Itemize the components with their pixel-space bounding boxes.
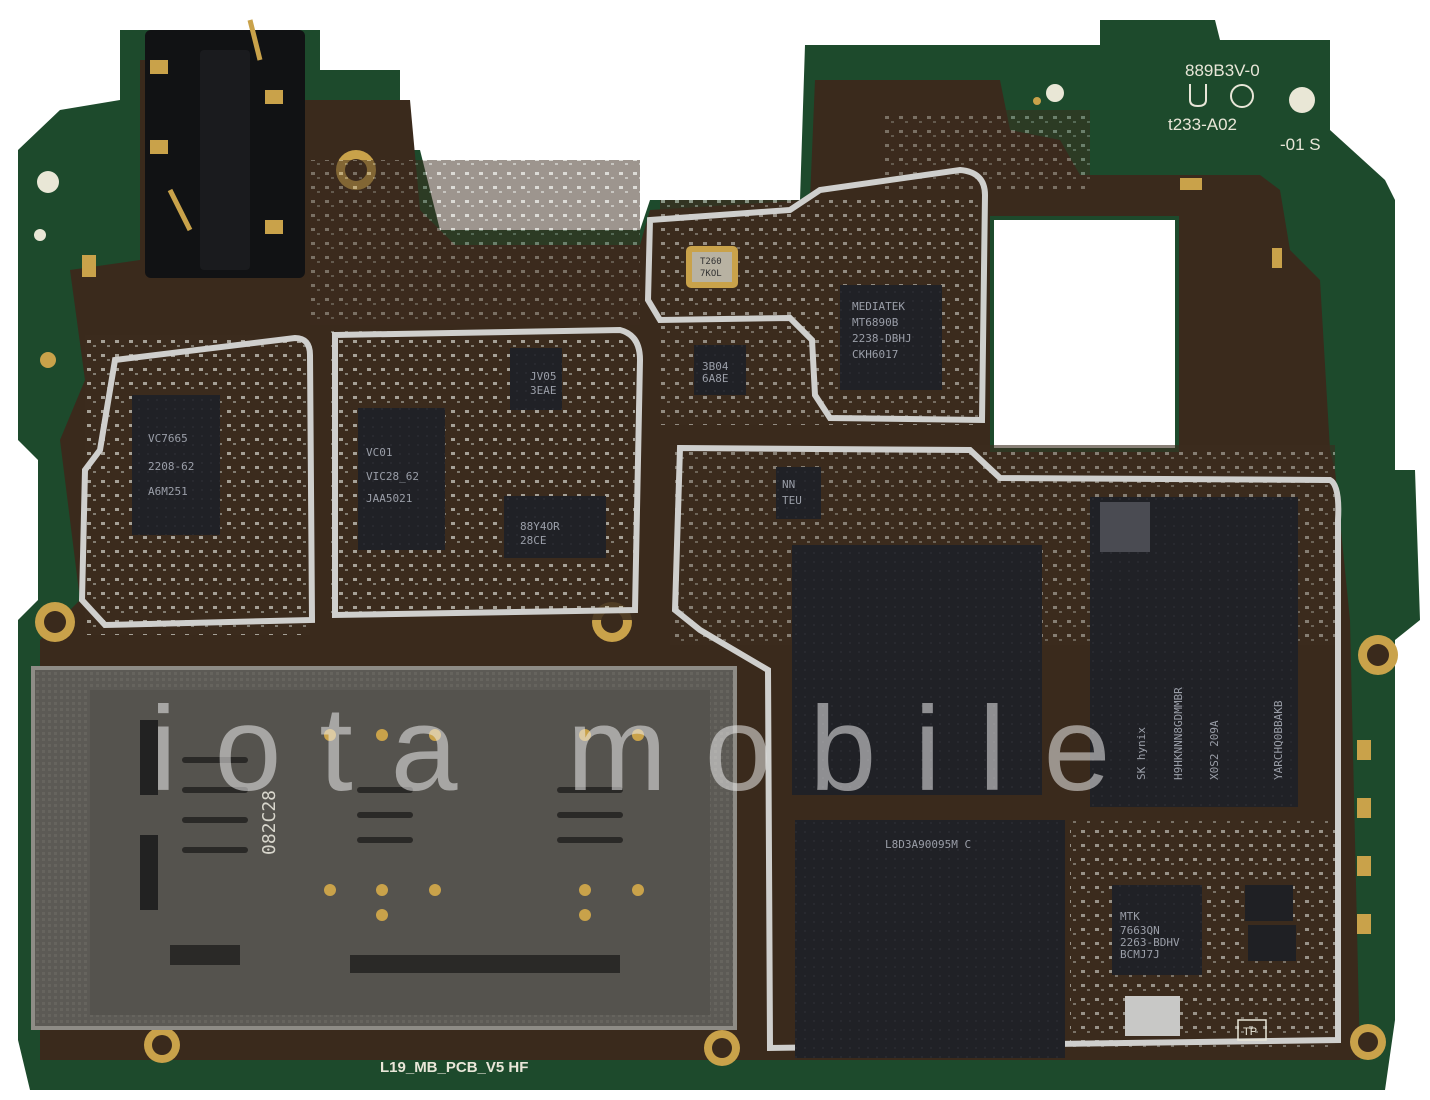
inductor xyxy=(1125,996,1180,1036)
svg-text:6A8E: 6A8E xyxy=(702,372,729,385)
svg-text:JAA5021: JAA5021 xyxy=(366,492,412,505)
headphone-jack xyxy=(145,19,305,278)
svg-text:88Y4OR: 88Y4OR xyxy=(520,520,560,533)
svg-text:MEDIATEK: MEDIATEK xyxy=(852,300,905,313)
svg-text:BCMJ7J: BCMJ7J xyxy=(1120,948,1160,961)
inductor xyxy=(1248,925,1296,961)
corner-code-1: 889B3V-0 xyxy=(1185,61,1260,80)
svg-text:TEU: TEU xyxy=(782,494,802,507)
mtk-pmic-chip: MTK 7663QN 2263-BDHV BCMJ7J xyxy=(1112,885,1202,975)
watermark: iota mobile xyxy=(150,682,1148,816)
corner-code-2: t233-A02 xyxy=(1168,115,1237,134)
svg-text:T260: T260 xyxy=(700,257,722,267)
svg-text:2263-BDHV: 2263-BDHV xyxy=(1120,936,1180,949)
shield-frames xyxy=(78,166,1342,1052)
ul-recognition-mark xyxy=(1189,84,1254,108)
side-pads xyxy=(82,178,1371,934)
svg-text:VC01: VC01 xyxy=(366,446,393,459)
crystal-oscillator: T260 7KOL xyxy=(686,246,738,288)
svg-text:2208-62: 2208-62 xyxy=(148,460,194,473)
svg-text:28CE: 28CE xyxy=(520,534,547,547)
svg-text:L8D3A90095M C: L8D3A90095M C xyxy=(885,838,971,851)
svg-text:VC7665: VC7665 xyxy=(148,432,188,445)
soc-upper-chip xyxy=(792,545,1042,795)
svg-text:VIC28_62: VIC28_62 xyxy=(366,470,419,483)
svg-text:JV05: JV05 xyxy=(530,370,557,383)
pmic-chip-mid: VC01 VIC28_62 JAA5021 xyxy=(358,408,445,550)
svg-text:YARCHQ0BBAKB: YARCHQ0BBAKB xyxy=(1272,700,1285,780)
small-chip-mid-top: JV05 3EAE xyxy=(510,348,562,410)
mediatek-chip: MEDIATEK MT6890B 2238-DBHJ CKH6017 xyxy=(840,285,942,390)
sim-card-tray: 082C28 xyxy=(31,666,737,1030)
nn-chip: NN TEU xyxy=(776,467,821,519)
corner-code-3: -01 S xyxy=(1280,135,1321,154)
tp-marker: TP xyxy=(1237,1019,1267,1041)
ram-chip: SK hynix H9HKNNN8GDMMBR X0S2 209A YARCHQ… xyxy=(1090,497,1298,807)
small-chip-upper: 3B04 6A8E xyxy=(694,345,746,395)
svg-text:SK hynix: SK hynix xyxy=(1135,727,1148,780)
svg-text:3EAE: 3EAE xyxy=(530,384,557,397)
svg-text:H9HKNNN8GDMMBR: H9HKNNN8GDMMBR xyxy=(1172,687,1185,780)
inductor xyxy=(1245,885,1293,921)
svg-text:082C28: 082C28 xyxy=(259,790,280,855)
svg-text:7663QN: 7663QN xyxy=(1120,924,1160,937)
storage-chip: L8D3A90095M C xyxy=(795,820,1065,1058)
board-cutout xyxy=(990,216,1179,452)
svg-text:X0S2 209A: X0S2 209A xyxy=(1208,720,1221,780)
svg-text:CKH6017: CKH6017 xyxy=(852,348,898,361)
svg-text:MTK: MTK xyxy=(1120,910,1140,923)
svg-text:3B04: 3B04 xyxy=(702,360,729,373)
pcb-label: L19_MB_PCB_V5 HF xyxy=(380,1059,528,1076)
svg-text:2238-DBHJ: 2238-DBHJ xyxy=(852,332,912,345)
svg-text:TP: TP xyxy=(1243,1026,1257,1038)
small-chip-mid-bottom: 88Y4OR 28CE xyxy=(504,496,606,558)
svg-text:A6M251: A6M251 xyxy=(148,485,188,498)
svg-text:MT6890B: MT6890B xyxy=(852,316,899,329)
svg-text:NN: NN xyxy=(782,478,795,491)
svg-text:7KOL: 7KOL xyxy=(700,269,722,279)
pmic-chip-left: VC7665 2208-62 A6M251 xyxy=(132,395,220,535)
